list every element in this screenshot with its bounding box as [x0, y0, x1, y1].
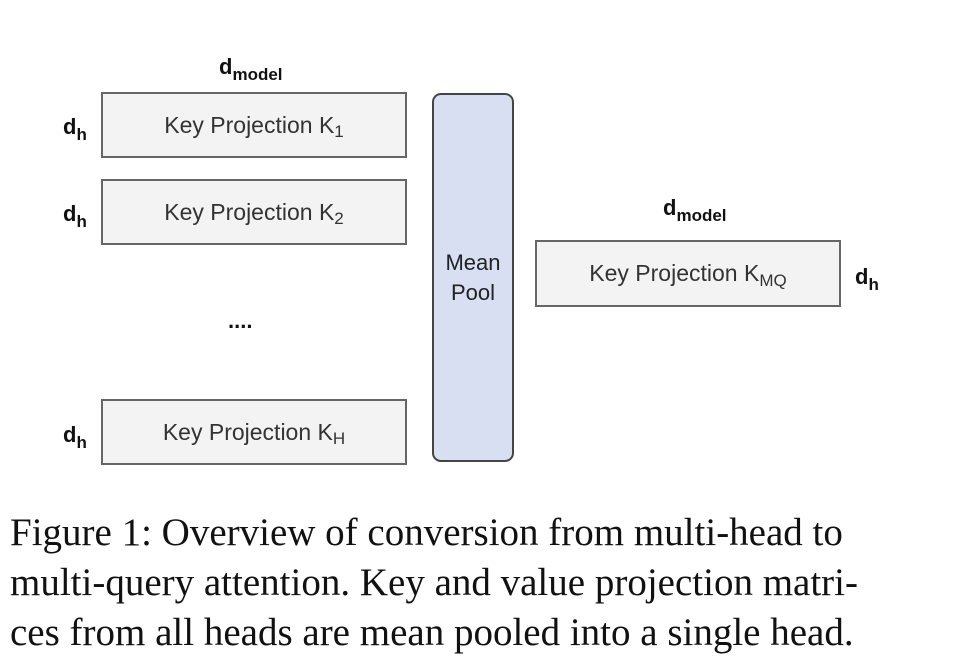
dh-label-head-h: dh [63, 422, 87, 452]
dh-label-mq: dh [855, 264, 879, 294]
mean-pool-label-line2: Pool [450, 279, 496, 305]
ellipsis: .... [228, 308, 253, 333]
dh-label-head-1: dh [63, 114, 87, 144]
caption-line-2: multi-query attention. Key and value pro… [10, 561, 858, 604]
mean-pool-block: Mean Pool [432, 93, 514, 462]
caption-line-3: ces from all heads are mean pooled into … [10, 611, 854, 654]
mean-pool-label-line1: Mean [445, 249, 501, 275]
caption-line-1: Figure 1: Overview of conversion from mu… [10, 511, 843, 554]
dmodel-label-left: dmodel [219, 54, 283, 84]
figure-caption: Figure 1: Overview of conversion from mu… [10, 508, 945, 658]
dh-label-head-2: dh [63, 201, 87, 231]
dmodel-label-right: dmodel [663, 195, 727, 225]
